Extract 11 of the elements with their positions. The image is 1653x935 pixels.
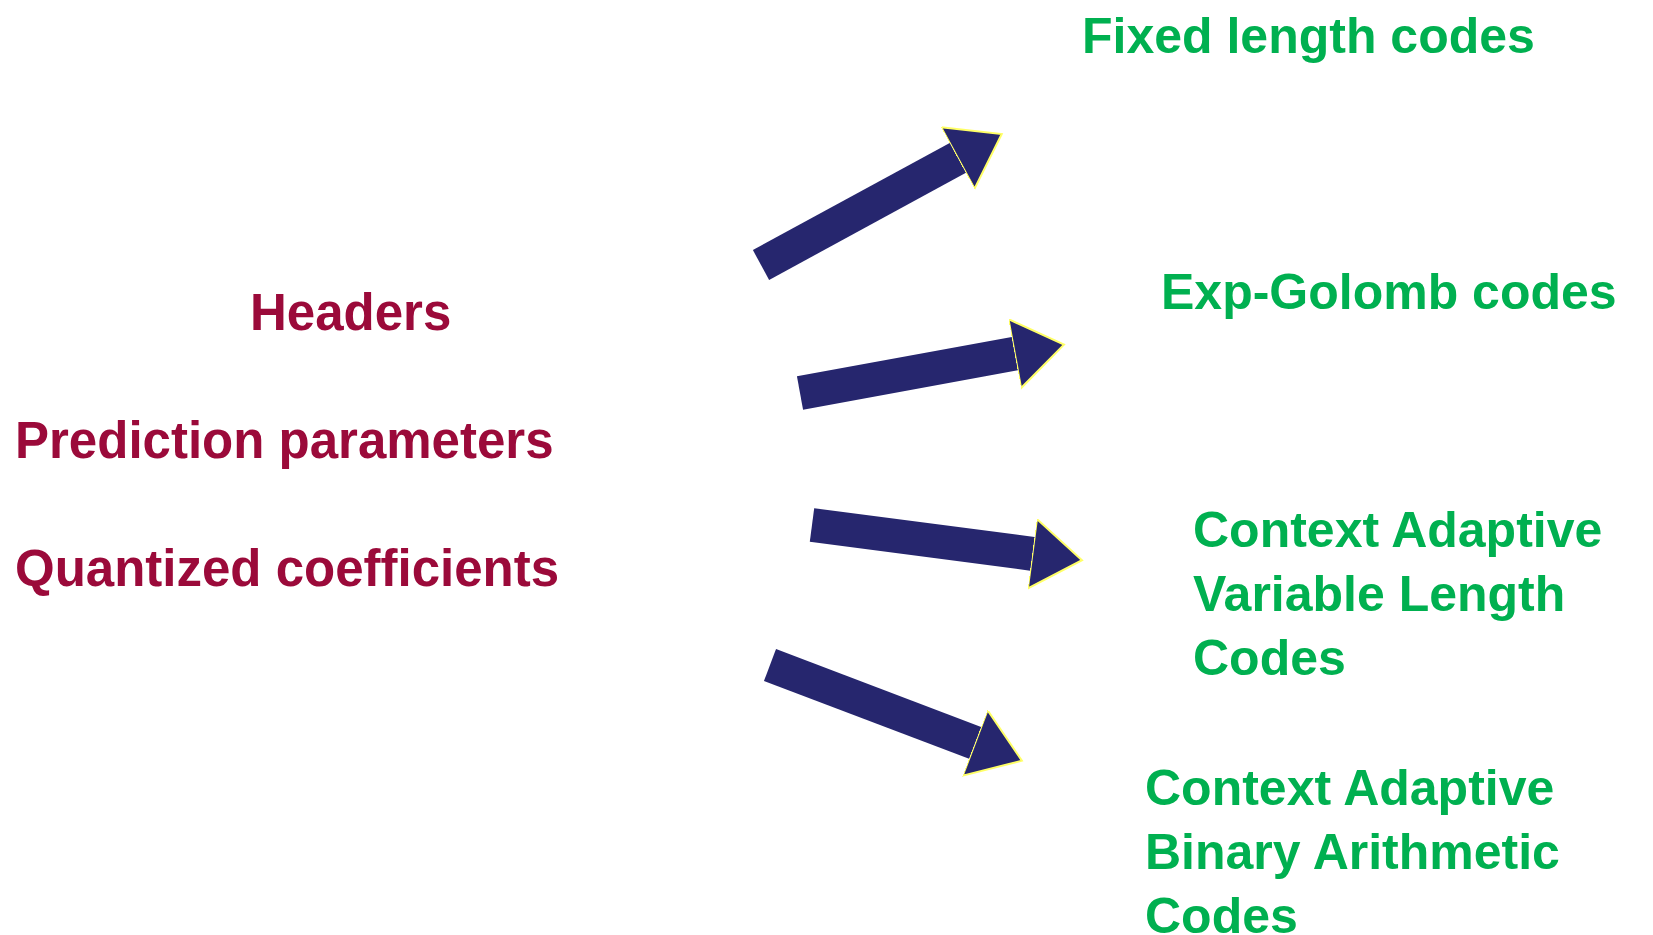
source-label: Headers xyxy=(250,283,452,343)
code-type-label: Fixed length codes xyxy=(1082,4,1642,68)
source-label: Quantized coefficients xyxy=(15,539,560,599)
block-arrow xyxy=(796,318,1065,410)
block-arrow xyxy=(809,508,1083,590)
code-type-label: Context Adaptive Binary Arithmetic Codes xyxy=(1145,756,1625,935)
source-label: Prediction parameters xyxy=(15,411,554,471)
code-type-label: Exp-Golomb codes xyxy=(1161,260,1641,324)
block-arrow xyxy=(752,126,1003,280)
code-type-label: Context Adaptive Variable Length Codes xyxy=(1193,498,1633,690)
block-arrow xyxy=(763,649,1023,777)
